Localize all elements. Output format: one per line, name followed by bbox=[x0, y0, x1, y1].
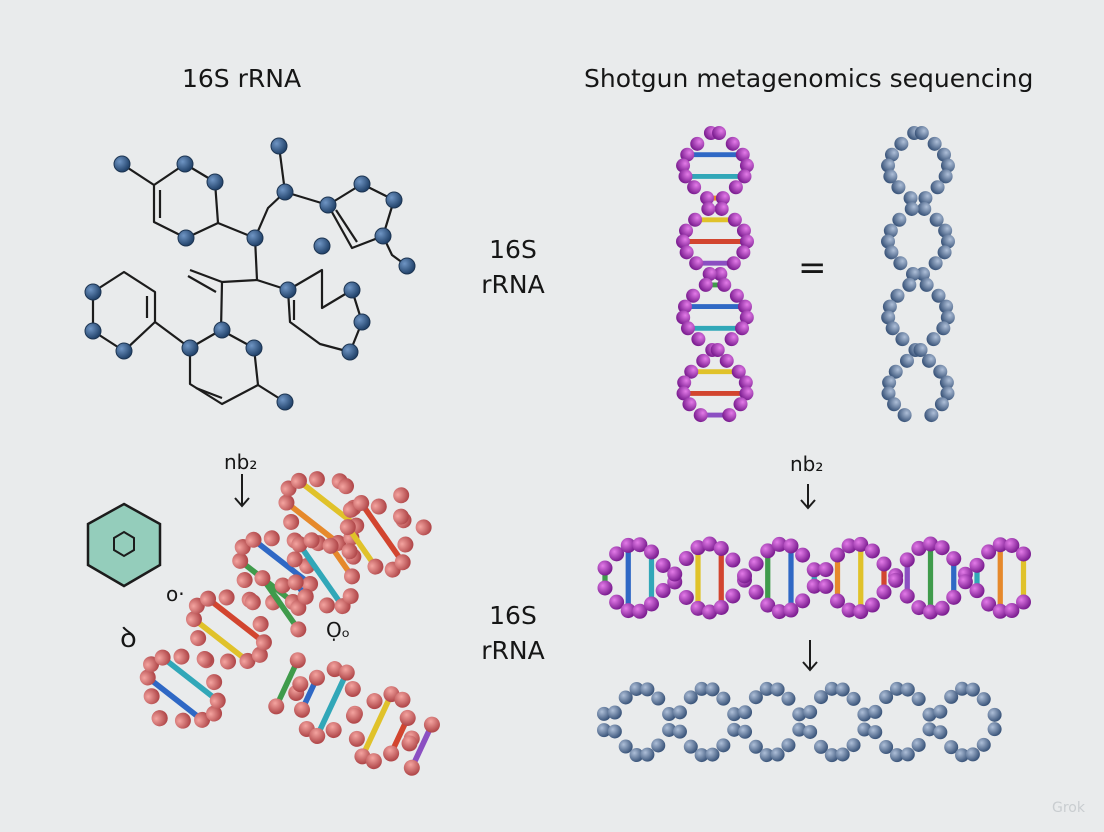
right-lower-arrow bbox=[803, 640, 817, 670]
right-title: Shotgun metagenomics sequencing bbox=[584, 64, 1033, 93]
left-title: 16S rRNA bbox=[182, 64, 301, 93]
right-step-arrow bbox=[801, 484, 815, 508]
watermark: Grok bbox=[1052, 800, 1085, 816]
helix-magenta-vertical bbox=[676, 126, 754, 422]
helix-steel-horizontal bbox=[597, 682, 1002, 762]
middle-label-top: 16S rRNA bbox=[468, 232, 558, 302]
right-step-label: nb₂ bbox=[790, 452, 823, 476]
molecule-atoms bbox=[85, 138, 415, 410]
small-mark-2: ꝺ bbox=[120, 618, 137, 656]
middle-label-bottom: 16S rRNA bbox=[468, 598, 558, 668]
small-mark-1: o· bbox=[166, 582, 185, 606]
left-step-label: nb₂ bbox=[224, 450, 257, 474]
left-step-arrow bbox=[235, 474, 249, 506]
equals-sign: = bbox=[798, 248, 827, 288]
small-mark-3: Ọₒ bbox=[326, 618, 350, 642]
helix-coral-lower bbox=[262, 641, 448, 789]
helix-magenta-horizontal bbox=[598, 537, 1032, 620]
hexagon-icon bbox=[88, 504, 160, 586]
helix-steel-vertical bbox=[881, 126, 955, 422]
